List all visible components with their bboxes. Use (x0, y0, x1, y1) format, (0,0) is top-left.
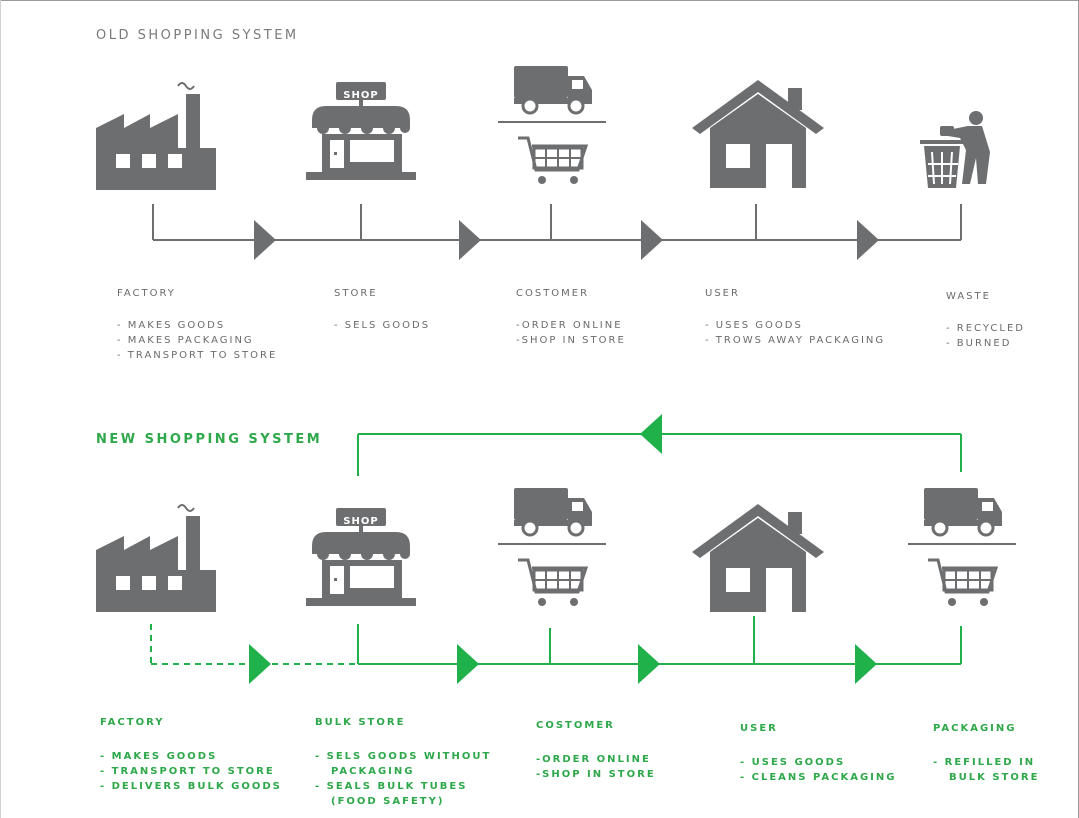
return-arrow (640, 414, 662, 454)
new-arrow-1 (249, 644, 271, 684)
frame-border-top (0, 0, 1079, 1)
smoke-icon (177, 504, 195, 512)
old-stage-factory-line: - Transport to store (117, 350, 278, 361)
truck-cart-icon (906, 486, 1018, 608)
new-stage-packaging-line: - Refilled in (933, 757, 1036, 768)
old-stage-factory-title: Factory (117, 288, 176, 299)
old-stage-user-title: User (705, 288, 740, 299)
old-stage-user-line: - Trows away packaging (705, 335, 886, 346)
old-stage-customer-title: Costomer (516, 288, 590, 299)
old-stage-waste-title: Waste (946, 291, 991, 302)
new-stage-factory-line: - Transport to store (100, 766, 275, 777)
new-stage-user-line: - Uses goods (740, 757, 846, 768)
house-icon (692, 504, 824, 612)
new-arrow-4 (855, 644, 877, 684)
old-arrow-2 (459, 220, 481, 260)
new-stage-packaging-title: Packaging (933, 723, 1017, 734)
new-stage-user-line: - Cleans packaging (740, 772, 897, 783)
old-stage-user-line: - Uses goods (705, 320, 803, 331)
old-arrow-1 (254, 220, 276, 260)
shop-sign-text: SHOP (343, 90, 378, 101)
new-stage-customer-title: Costomer (536, 720, 615, 731)
factory-icon (96, 516, 216, 612)
new-stage-factory-line: - delivers bulk goods (100, 781, 282, 792)
old-stage-store-title: Store (334, 288, 378, 299)
factory-icon (96, 94, 216, 190)
old-stage-store-line: - Sels goods (334, 320, 431, 331)
new-stage-bulk-store-line: - Sels goods without (315, 751, 492, 762)
old-flow-line (152, 204, 962, 241)
old-arrow-4 (857, 220, 879, 260)
truck-cart-icon (496, 64, 608, 186)
new-flow-line (150, 433, 962, 665)
truck-cart-icon (496, 486, 608, 608)
new-arrow-3 (638, 644, 660, 684)
new-stage-bulk-store-title: Bulk store (315, 717, 406, 728)
new-system-title: New shopping system (96, 432, 323, 447)
old-arrow-3 (641, 220, 663, 260)
new-stage-bulk-store-line: packaging (331, 766, 415, 777)
new-stage-customer-line: -Order online (536, 754, 651, 765)
new-stage-factory-line: - Makes goods (100, 751, 218, 762)
new-stage-factory-title: Factory (100, 717, 165, 728)
old-system-title: Old shopping system (96, 28, 299, 43)
old-stage-waste-line: - Recycled (946, 323, 1025, 334)
house-icon (692, 80, 824, 188)
smoke-icon (177, 82, 195, 90)
shop-sign-text: SHOP (343, 516, 378, 527)
trash-person-icon (919, 110, 991, 189)
frame-border-left (0, 0, 1, 818)
new-stage-packaging-line: Bulk store (949, 772, 1040, 783)
old-stage-customer-line: -Order online (516, 320, 623, 331)
new-stage-user-title: User (740, 723, 778, 734)
new-stage-bulk-store-line: - seals bulk tubes (315, 781, 468, 792)
new-arrow-2 (457, 644, 479, 684)
old-stage-factory-line: - Makes goods (117, 320, 226, 331)
old-stage-factory-line: - Makes packaging (117, 335, 254, 346)
old-stage-waste-line: - Burned (946, 338, 1012, 349)
new-stage-customer-line: -Shop in store (536, 769, 656, 780)
new-stage-bulk-store-line: (food safety) (331, 796, 445, 807)
old-stage-customer-line: -Shop in store (516, 335, 626, 346)
